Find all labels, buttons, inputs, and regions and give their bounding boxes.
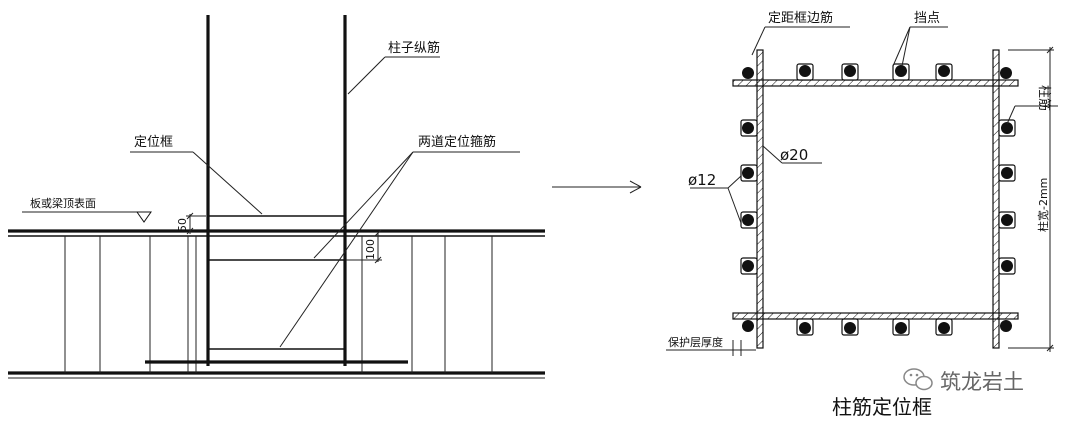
frame-edge-label: 定距框边筋 — [768, 10, 833, 26]
d12-label: ø12 — [688, 171, 716, 189]
leader-d12-2 — [727, 187, 742, 224]
elevation-marker-icon — [136, 211, 152, 223]
diagram-title: 柱筋定位框 — [832, 395, 932, 419]
leader-d20 — [762, 145, 783, 164]
stop-point-label: 挡点 — [914, 11, 940, 26]
corner-bar — [1000, 67, 1012, 79]
two-stirrups-label: 两道定位箍筋 — [418, 134, 496, 150]
support-lines — [64, 236, 493, 373]
watermark: 筑龙岩土 — [903, 368, 1024, 394]
right-bars — [998, 119, 1016, 275]
cover-label: 保护层厚度 — [668, 335, 723, 349]
arrow-icon — [552, 180, 642, 194]
frame-bar-left — [756, 49, 764, 349]
leader-stirrups-2 — [279, 151, 414, 348]
left-section-view: 50 100 柱子纵筋 定位框 两道定位箍筋 板或梁顶表面 — [8, 15, 545, 379]
leader-pos-frame — [192, 151, 263, 215]
leader-stop-2 — [901, 26, 911, 67]
left-bars — [740, 119, 758, 275]
frame-bar-bottom — [732, 312, 1019, 320]
leader-frame-edge — [751, 26, 766, 56]
frame-bar-top — [732, 79, 1019, 87]
dim-50-marker — [186, 212, 206, 235]
corner-bar — [742, 320, 754, 332]
leader-col-rebar — [347, 56, 386, 95]
dim-50-text: 50 — [176, 218, 189, 232]
right-plan-view: 定距框边筋 挡点 柱宽-2mm 柱筋 ø20 ø12 保护层厚度 柱筋定位框 — [666, 10, 1058, 419]
dim-100-text: 100 — [364, 239, 377, 260]
leader-stirrups-1 — [313, 151, 414, 259]
wechat-logo-icon — [903, 368, 933, 391]
side-dim-label: 柱宽-2mm — [1036, 178, 1050, 232]
bottom-bars — [796, 318, 953, 336]
d20-label: ø20 — [780, 146, 808, 164]
watermark-text: 筑龙岩土 — [940, 370, 1024, 394]
col-bar-label: 柱筋 — [1036, 85, 1052, 111]
leader-d12-1 — [727, 175, 742, 189]
leader-col-bar — [1006, 105, 1016, 125]
corner-bar — [742, 67, 754, 79]
slab-top-label: 板或梁顶表面 — [30, 196, 96, 210]
top-bars — [796, 63, 953, 81]
frame-bar-right — [992, 49, 1000, 349]
dim-100-marker — [346, 229, 382, 264]
col-rebar-label: 柱子纵筋 — [388, 40, 440, 56]
corner-bar — [1000, 320, 1012, 332]
pos-frame-label: 定位框 — [134, 135, 173, 150]
leader-stop-1 — [892, 26, 911, 67]
